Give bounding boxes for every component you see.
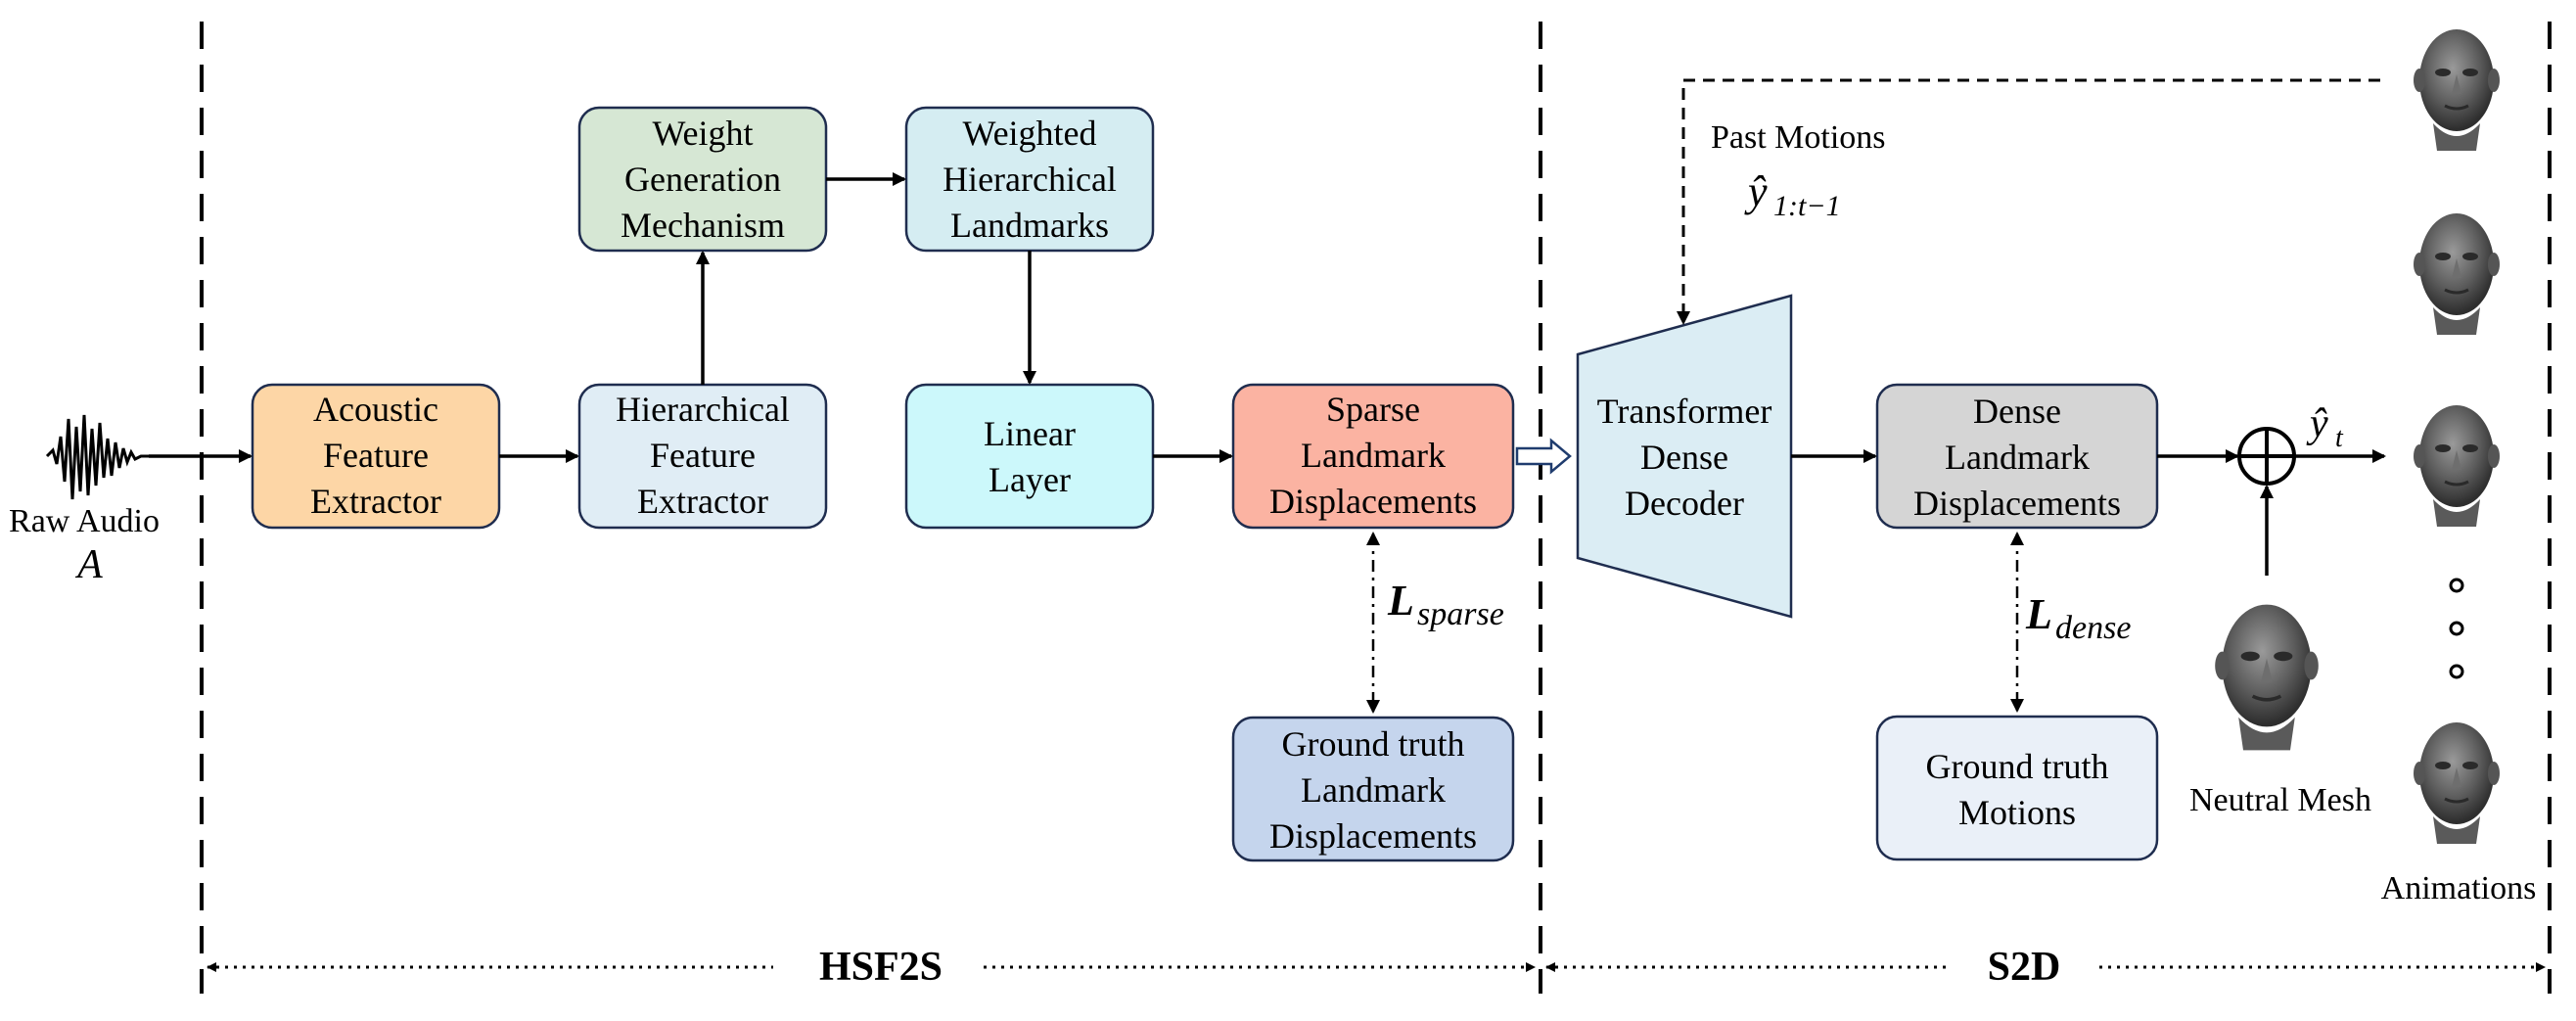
svg-text:Decoder: Decoder (1625, 484, 1744, 523)
svg-text:ŷ: ŷ (1744, 167, 1768, 215)
svg-text:Generation: Generation (624, 160, 781, 199)
svg-text:Displacements: Displacements (1269, 482, 1477, 521)
svg-text:Hierarchical: Hierarchical (616, 390, 790, 429)
svg-text:L: L (2025, 590, 2052, 638)
svg-text:Ground truth: Ground truth (1282, 724, 1465, 764)
past-motions-label: Past Motions (1711, 119, 1886, 156)
circle-plus-icon (2237, 427, 2296, 486)
past-motions-feedback-arrow (1677, 78, 2380, 325)
svg-text:Hierarchical: Hierarchical (943, 160, 1117, 199)
svg-text:Layer: Layer (989, 460, 1071, 499)
svg-text:Linear: Linear (984, 414, 1076, 453)
svg-text:Sparse: Sparse (1326, 390, 1420, 429)
weighted-hierarchical-landmarks-box: Weighted Hierarchical Landmarks (904, 106, 1155, 253)
acoustic-feature-extractor-box: Acoustic Feature Extractor (251, 383, 501, 530)
animations-label: Animations (2381, 870, 2537, 906)
svg-text:Weighted: Weighted (962, 114, 1096, 153)
animation-face-2 (2412, 211, 2502, 337)
svg-text:Ground truth: Ground truth (1926, 747, 2109, 786)
svg-text:Feature: Feature (323, 436, 429, 475)
past-motions-symbol: ŷ 1:t−1 (1744, 167, 1841, 222)
svg-text:L: L (1387, 577, 1414, 625)
dense-landmark-displacements-box: Dense Landmark Displacements (1875, 383, 2159, 530)
hierarchical-feature-extractor-box: Hierarchical Feature Extractor (577, 383, 828, 530)
svg-text:t: t (2335, 423, 2344, 453)
svg-text:Landmarks: Landmarks (950, 206, 1109, 245)
transformer-dense-decoder-block: Transformer Dense Decoder (1576, 294, 1793, 619)
svg-text:Dense: Dense (1973, 392, 2061, 431)
sparse-landmark-displacements-box: Sparse Landmark Displacements (1231, 383, 1515, 530)
svg-text:Feature: Feature (650, 436, 756, 475)
animation-face-1 (2412, 27, 2502, 153)
neutral-mesh-face (2213, 602, 2321, 753)
section-label-s2d: S2D (1988, 945, 2061, 990)
svg-text:Acoustic: Acoustic (313, 390, 438, 429)
svg-text:ŷ: ŷ (2306, 401, 2328, 446)
neutral-mesh-label: Neutral Mesh (2189, 782, 2371, 818)
svg-text:sparse: sparse (1417, 596, 1504, 632)
linear-layer-box: Linear Layer (904, 383, 1155, 530)
svg-text:Mechanism: Mechanism (621, 206, 785, 245)
svg-text:Landmark: Landmark (1301, 770, 1446, 810)
svg-text:Extractor: Extractor (637, 482, 768, 521)
animation-face-3 (2412, 403, 2502, 529)
audio-waveform-icon (45, 414, 149, 500)
hollow-arrow-sparse-to-decoder (1515, 438, 1572, 475)
ground-truth-motions-box: Ground truth Motions (1875, 715, 2159, 861)
raw-audio-label: Raw Audio (9, 503, 160, 539)
svg-text:Weight: Weight (652, 114, 753, 153)
output-symbol: ŷ t (2306, 401, 2344, 453)
svg-text:Motions: Motions (1958, 793, 2076, 832)
loss-dense-label: L dense (2025, 590, 2131, 646)
svg-text:1:t−1: 1:t−1 (1773, 190, 1841, 222)
svg-text:dense: dense (2055, 610, 2131, 646)
svg-text:Displacements: Displacements (1913, 484, 2121, 523)
svg-text:Transformer: Transformer (1597, 392, 1772, 431)
svg-text:Extractor: Extractor (310, 482, 441, 521)
ellipsis-dots (2449, 578, 2464, 679)
loss-sparse-label: L sparse (1387, 577, 1504, 632)
raw-audio-symbol: A (74, 542, 103, 587)
svg-text:Displacements: Displacements (1269, 816, 1477, 856)
svg-text:Landmark: Landmark (1301, 436, 1446, 475)
weight-generation-mechanism-box: Weight Generation Mechanism (577, 106, 828, 253)
animation-face-last (2412, 720, 2502, 846)
svg-text:Landmark: Landmark (1945, 438, 2090, 477)
section-label-hsf2s: HSF2S (819, 945, 943, 990)
svg-text:Dense: Dense (1640, 438, 1728, 477)
ground-truth-landmark-displacements-box: Ground truth Landmark Displacements (1231, 716, 1515, 862)
